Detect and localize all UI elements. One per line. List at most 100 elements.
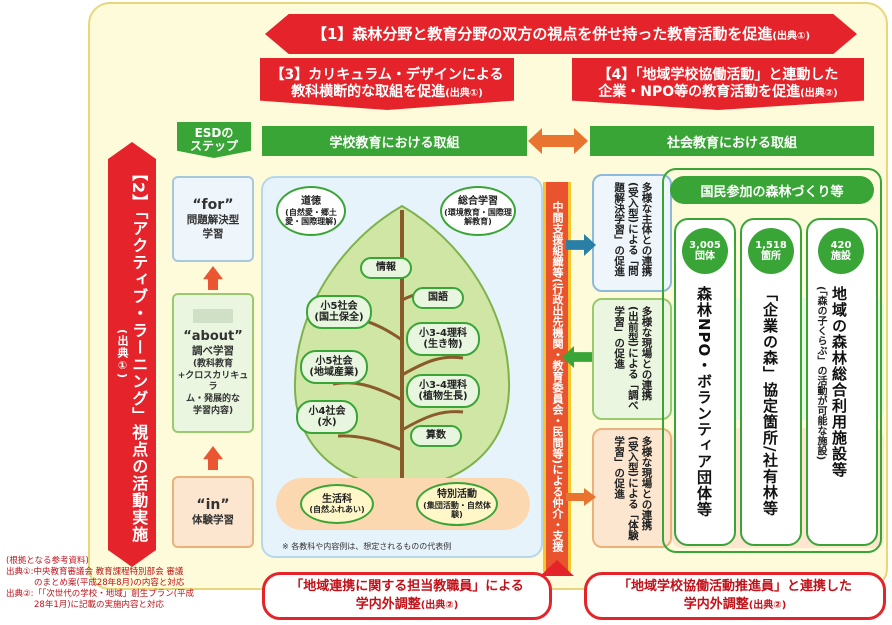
general-label: 総合学習	[458, 196, 498, 208]
bottom-left-line1: 「地域連携に関する担当教職員」による	[290, 579, 524, 595]
life-sub: (自然ふれあい)	[309, 505, 365, 515]
moral-label: 道徳	[301, 196, 321, 208]
bottom-left-line2: 学内外調整	[355, 597, 421, 612]
facility-text-group: 地域の森林総合利用施設等 (「森の子くらぶ」の活動が可能な施設)	[814, 286, 850, 536]
social-box-top: 多様な主体との連携(受入型)による「問題解決学習」の促進	[592, 174, 672, 292]
banner-4-line1: 【4】「地域学校協働活動」と連動した	[597, 67, 839, 84]
social-box-mid: 多様な現場との連携(出前型)による「調べ学習」の促進	[592, 298, 672, 420]
step-about-sub: 調べ学習	[192, 345, 234, 358]
company-badge-unit: 箇所	[761, 251, 781, 262]
s4-sub: (水)	[317, 417, 337, 428]
step-about-det2: +クロスカリキュラ	[177, 370, 249, 393]
esd-steps-header: ESDのステップ	[177, 122, 251, 158]
step-about-det4: 学習内容)	[192, 405, 234, 416]
banner-3-line1: 【3】カリキュラム・デザインによる	[270, 67, 504, 84]
step-for-sub2: 学習	[202, 228, 224, 241]
facility-text: 地域の森林総合利用施設等	[830, 286, 848, 478]
social-box-bot-text: 多様な現場との連携(受入型)による「体験学習」の促進	[613, 436, 653, 541]
subject-s5b: 小5社会(地域産業)	[300, 350, 368, 384]
ref-2-line2: 28年1月)に記載の実施内容と対応	[34, 600, 165, 611]
s5a-sub: (国土保全)	[314, 312, 364, 323]
ref-1-line1: 出典①:中央教育審議会 教育課程特別部会 審議	[6, 567, 184, 578]
step-for-sub1: 問題解決型	[186, 214, 240, 227]
banner-1-source: (出典①)	[772, 31, 811, 42]
facility-sub: (「森の子くらぶ」の活動が可能な施設)	[815, 286, 826, 461]
subject-s34b: 小3-4理科(植物生長)	[406, 374, 480, 408]
banner-2-source: (出典①)	[116, 329, 129, 380]
banner-3-source: (出典①)	[445, 88, 483, 99]
s34b-label: 小3-4理科	[418, 379, 468, 391]
banner-4: 【4】「地域学校協働活動」と連動した企業・NPO等の教育活動を促進(出典②)	[572, 58, 864, 110]
step-about: “about” 調べ学習 (教科教育 +クロスカリキュラ ム・発展的な 学習内容…	[172, 293, 254, 433]
ref-1-line2: のまとめ案(平成28年8月)の内容と対応	[34, 578, 185, 589]
step-about-det3: ム・発展的な	[185, 394, 240, 405]
npo-badge-number: 3,005	[689, 240, 721, 251]
step-for-title: “for”	[192, 197, 234, 214]
social-box-top-text: 多様な主体との連携(受入型)による「問題解決学習」の促進	[613, 182, 653, 277]
special-label: 特別活動	[437, 489, 477, 501]
banner-3: 【3】カリキュラム・デザインによる教科横断的な取組を促進(出典①)	[260, 58, 514, 110]
s5b-sub: (地域産業)	[309, 367, 359, 378]
s34b-sub: (植物生長)	[418, 391, 468, 402]
npo-text: 森林NPO・ボランティア団体等	[695, 286, 713, 518]
subject-general: 総合学習(環境教育・国際理解教育)	[440, 186, 516, 236]
subject-s4: 小4社会(水)	[296, 400, 358, 434]
subject-moral: 道徳(自然愛・郷土愛・国際理解)	[276, 186, 346, 236]
subject-japanese: 国語	[412, 287, 464, 309]
banner-4-source: (出典②)	[800, 88, 838, 99]
facility-badge-number: 420	[830, 240, 852, 251]
subject-s34a: 小3-4理科(生き物)	[406, 322, 480, 356]
step-for: “for”問題解決型学習	[172, 176, 254, 262]
bottom-left-source: (出典②)	[420, 600, 459, 611]
subject-special: 特別活動(集団活動・自然体験)	[416, 482, 498, 526]
esd-header-line2: ステップ	[189, 139, 238, 153]
subject-math: 算数	[410, 425, 462, 447]
social-box-bot: 多様な現場との連携(受入型)による「体験学習」の促進	[592, 428, 672, 548]
s5a-label: 小5社会	[320, 300, 358, 312]
s34a-label: 小3-4理科	[418, 327, 468, 339]
bottom-left-box: 「地域連携に関する担当教職員」による学内外調整(出典②)	[262, 572, 552, 620]
bottom-right-box: 「地域学校協働活動推進員」と連携した学内外調整(出典②)	[584, 572, 886, 620]
step-about-title: “about”	[183, 328, 243, 344]
example-note: ※ 各教科や内容例は、想定されるものの代表例	[282, 542, 452, 551]
forest-title: 国民参加の森林づくり等	[670, 176, 874, 204]
step-about-det1: (教科教育	[192, 359, 234, 370]
company-badge-number: 1,518	[755, 240, 787, 251]
school-header: 学校教育における取組	[262, 126, 527, 156]
company-text: 「企業の森」協定箇所/社有林等	[761, 286, 779, 517]
step-in-sub: 体験学習	[192, 514, 234, 527]
bottom-right-line1: 「地域学校協働活動推進員」と連携した	[617, 579, 852, 595]
moral-sub: (自然愛・郷土愛・国際理解)	[285, 207, 337, 226]
forest-panel	[662, 168, 882, 553]
banner-1: 【1】森林分野と教育分野の双方の視点を併せ持った教育活動を促進(出典①)	[265, 14, 857, 54]
facility-badge-unit: 施設	[831, 251, 851, 262]
double-arrow-icon	[528, 128, 588, 154]
s5b-label: 小5社会	[315, 355, 353, 367]
forest-col-facility	[806, 218, 878, 546]
leaf-tree-illustration	[293, 204, 511, 490]
ref-2-line1: 出典②:「「次世代の学校・地域」創生プラン(平成	[6, 589, 195, 600]
bottom-right-line2: 学内外調整	[683, 597, 749, 612]
about-placeholder-block	[193, 308, 233, 323]
references: (根拠となる参考資料) 出典①:中央教育審議会 教育課程特別部会 審議 のまとめ…	[6, 556, 194, 611]
step-in: “in”体験学習	[172, 476, 254, 548]
social-header: 社会教育における取組	[590, 126, 874, 156]
life-label: 生活科	[322, 493, 352, 505]
social-box-mid-text: 多様な現場との連携(出前型)による「調べ学習」の促進	[613, 306, 653, 411]
subject-info: 情報	[360, 257, 412, 279]
special-sub: (集団活動・自然体験)	[423, 500, 491, 519]
banner-4-line2: 企業・NPO等の教育活動を促進	[598, 84, 801, 100]
npo-badge-unit: 団体	[695, 251, 715, 262]
banner-2-text: 【2】「アクティブ・ラーニング」視点の活動実施	[129, 165, 149, 544]
bottom-right-source: (出典②)	[748, 600, 787, 611]
s4-label: 小4社会	[308, 405, 346, 417]
step-in-title: “in”	[196, 497, 230, 514]
subject-s5a: 小5社会(国土保全)	[306, 295, 372, 329]
s34a-sub: (生き物)	[423, 339, 463, 350]
banner-2-vertical: 【2】「アクティブ・ラーニング」視点の活動実施(出典①)	[108, 142, 156, 567]
banner-3-line2: 教科横断的な取組を促進	[291, 84, 446, 100]
up-arrow-icon	[540, 560, 574, 576]
